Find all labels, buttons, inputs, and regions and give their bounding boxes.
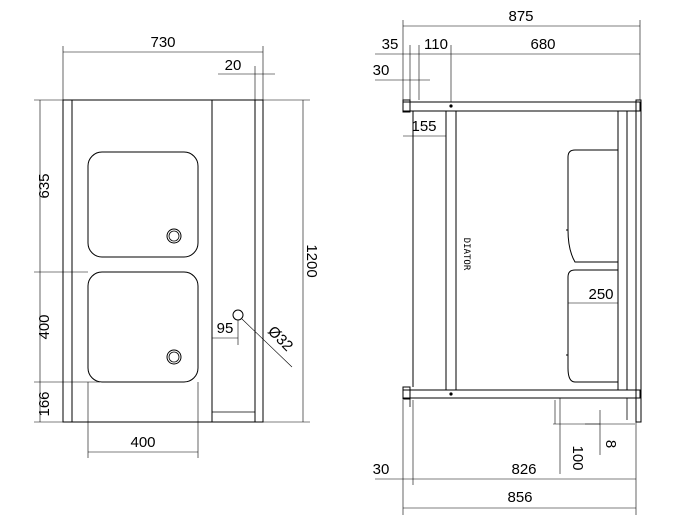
dim-label-155: 155 — [411, 118, 436, 135]
dim-label-35: 35 — [382, 36, 399, 53]
front-view: 730 20 1200 635 400 166 400 95 Ø32 — [34, 34, 320, 458]
dim-label-250: 250 — [588, 286, 613, 303]
dim-label-400v: 400 — [36, 314, 53, 339]
cabinet-outline — [62, 99, 264, 423]
rear-leg — [617, 110, 628, 391]
rear-leg-inner — [626, 110, 637, 391]
top-rail — [402, 101, 641, 112]
front-leg — [445, 110, 457, 391]
dim-label-32: Ø32 — [264, 323, 296, 355]
dim-label-856: 856 — [507, 489, 532, 506]
leader-32 — [241, 318, 293, 368]
upper-drain-circle — [166, 228, 182, 244]
lower-basin — [87, 271, 199, 383]
lower-drain-circle — [166, 349, 182, 365]
upper-basin-profile — [567, 149, 618, 263]
lower-basin-profile — [567, 269, 618, 383]
dim-label-110: 110 — [424, 36, 448, 53]
lower-drain-inner — [168, 351, 180, 363]
dim-label-30-bottom: 30 — [373, 461, 390, 478]
bottom-rail — [402, 389, 641, 399]
dim-label-166: 166 — [36, 391, 53, 416]
back-panel — [635, 99, 642, 423]
upper-drain-inner — [168, 230, 180, 242]
dim-label-100: 100 — [569, 445, 586, 470]
dim-label-635: 635 — [36, 173, 53, 198]
side-view: DIATOR 875 35 110 680 30 155 250 100 8 — [373, 8, 642, 515]
upper-basin — [87, 151, 199, 258]
dim-label-95: 95 — [217, 320, 234, 337]
dim-label-680: 680 — [530, 36, 555, 53]
bottom-rail-cap — [402, 386, 411, 400]
dim-label-8: 8 — [602, 440, 619, 448]
dim-label-30-top: 30 — [373, 62, 390, 79]
dim-label-826: 826 — [511, 461, 536, 478]
dim-label-1200: 1200 — [303, 244, 320, 277]
bottom-rail-bolt — [449, 392, 453, 396]
top-rail-cap — [402, 99, 411, 113]
dim-label-875: 875 — [508, 8, 533, 25]
dim-label-400h: 400 — [130, 434, 155, 451]
brand-label: DIATOR — [461, 238, 471, 271]
top-rail-bolt — [449, 104, 453, 108]
side-drain-hole — [232, 309, 244, 321]
dim-label-730: 730 — [150, 34, 175, 51]
dim-label-20: 20 — [225, 57, 242, 74]
